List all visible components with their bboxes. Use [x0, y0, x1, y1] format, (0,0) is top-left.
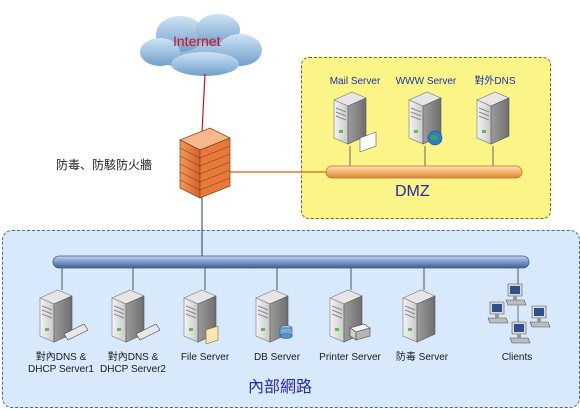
external-dns-label: 對外DNS	[474, 76, 516, 87]
internal-dns-dhcp-server2-label-line2: DHCP Server2	[100, 364, 166, 375]
internal-dns-dhcp-server2-label: 對內DNS & DHCP Server2	[94, 352, 172, 376]
internal-dns-dhcp-server1-label-line1: 對內DNS &	[35, 352, 87, 363]
printer-server-label: Printer Server	[319, 352, 381, 363]
internal-dns-dhcp-server1-label: 對內DNS & DHCP Server1	[22, 352, 100, 376]
clients-label: Clients	[501, 352, 533, 363]
db-server-label: DB Server	[253, 352, 301, 363]
internal-dns-dhcp-server1-label-line2: DHCP Server1	[28, 364, 94, 375]
internal-dns-dhcp-server1-icon	[39, 289, 89, 343]
db-server-icon	[255, 289, 293, 343]
dmz-bus-icon	[325, 165, 523, 179]
www-server-label: WWW Server	[395, 76, 457, 87]
printer-server-icon	[329, 289, 371, 343]
firewall-label: 防毒、防駭防火牆	[56, 158, 153, 172]
internal-dns-dhcp-server2-icon	[111, 289, 161, 343]
firewall-icon	[179, 127, 231, 199]
internet-label: Internet	[173, 33, 221, 49]
internal-dns-dhcp-server2-label-line1: 對內DNS &	[107, 352, 159, 363]
mail-server-label: Mail Server	[329, 76, 381, 87]
file-server-label: File Server	[180, 352, 230, 363]
internet-cloud-icon	[140, 14, 262, 76]
antivirus-server-label: 防毒 Server	[395, 352, 449, 363]
dmz-title: DMZ	[395, 183, 430, 200]
mail-server-icon	[333, 91, 377, 153]
internet-link-line	[201, 73, 206, 133]
file-server-icon	[183, 289, 219, 345]
antivirus-server-icon	[402, 289, 436, 343]
internal-bus-icon	[52, 255, 530, 269]
internal-network-title: 內部網路	[248, 379, 313, 396]
external-dns-server-icon	[476, 91, 510, 145]
clients-icon	[487, 283, 551, 344]
www-server-icon	[408, 91, 443, 146]
